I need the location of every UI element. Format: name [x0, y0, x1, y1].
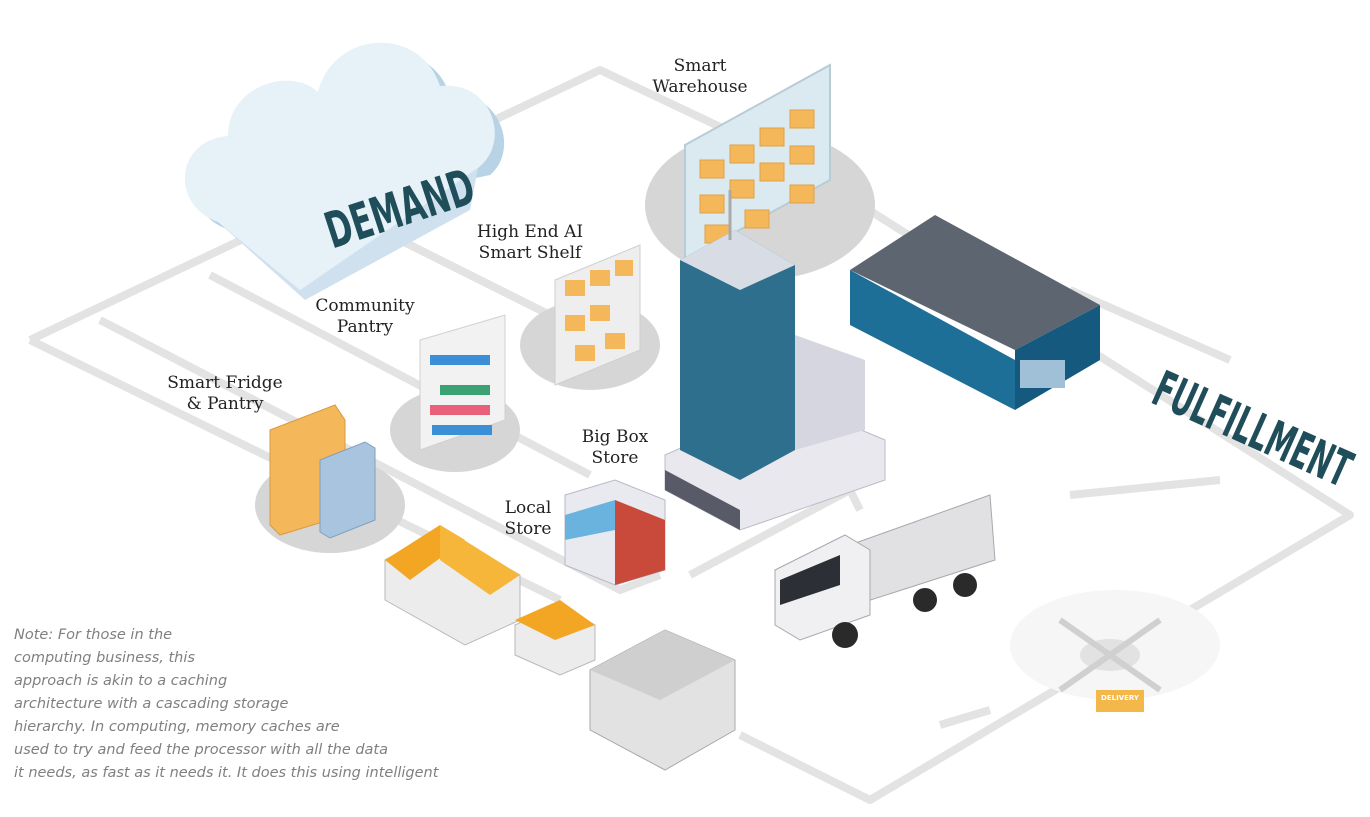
local-store: [564, 479, 666, 586]
drone-badge-label: DELIVERY: [1101, 694, 1139, 702]
label-smart-warehouse: Smart Warehouse: [652, 56, 748, 97]
high-end-smart-shelf: [520, 244, 660, 390]
label-high-end-shelf: High End AI Smart Shelf: [476, 222, 584, 263]
apartment-building: [589, 629, 736, 771]
smart-warehouse-shelf: [645, 63, 875, 280]
label-smart-fridge: Smart Fridge & Pantry: [167, 373, 283, 414]
delivery-drone: [1010, 590, 1220, 712]
label-big-box: Big Box Store: [581, 427, 649, 468]
smart-fridge-pantry: [255, 404, 405, 553]
big-box-store: [664, 190, 886, 531]
label-community-pantry: Community Pantry: [315, 296, 415, 337]
houses: [384, 525, 596, 676]
caching-note: Note: For those in the computing busines…: [14, 627, 439, 781]
demand-cloud: [184, 42, 505, 300]
delivery-truck: [774, 494, 996, 648]
blue-warehouse: [850, 215, 1100, 410]
label-local-store: Local Store: [504, 498, 552, 539]
community-pantry-shelf: [390, 314, 520, 472]
